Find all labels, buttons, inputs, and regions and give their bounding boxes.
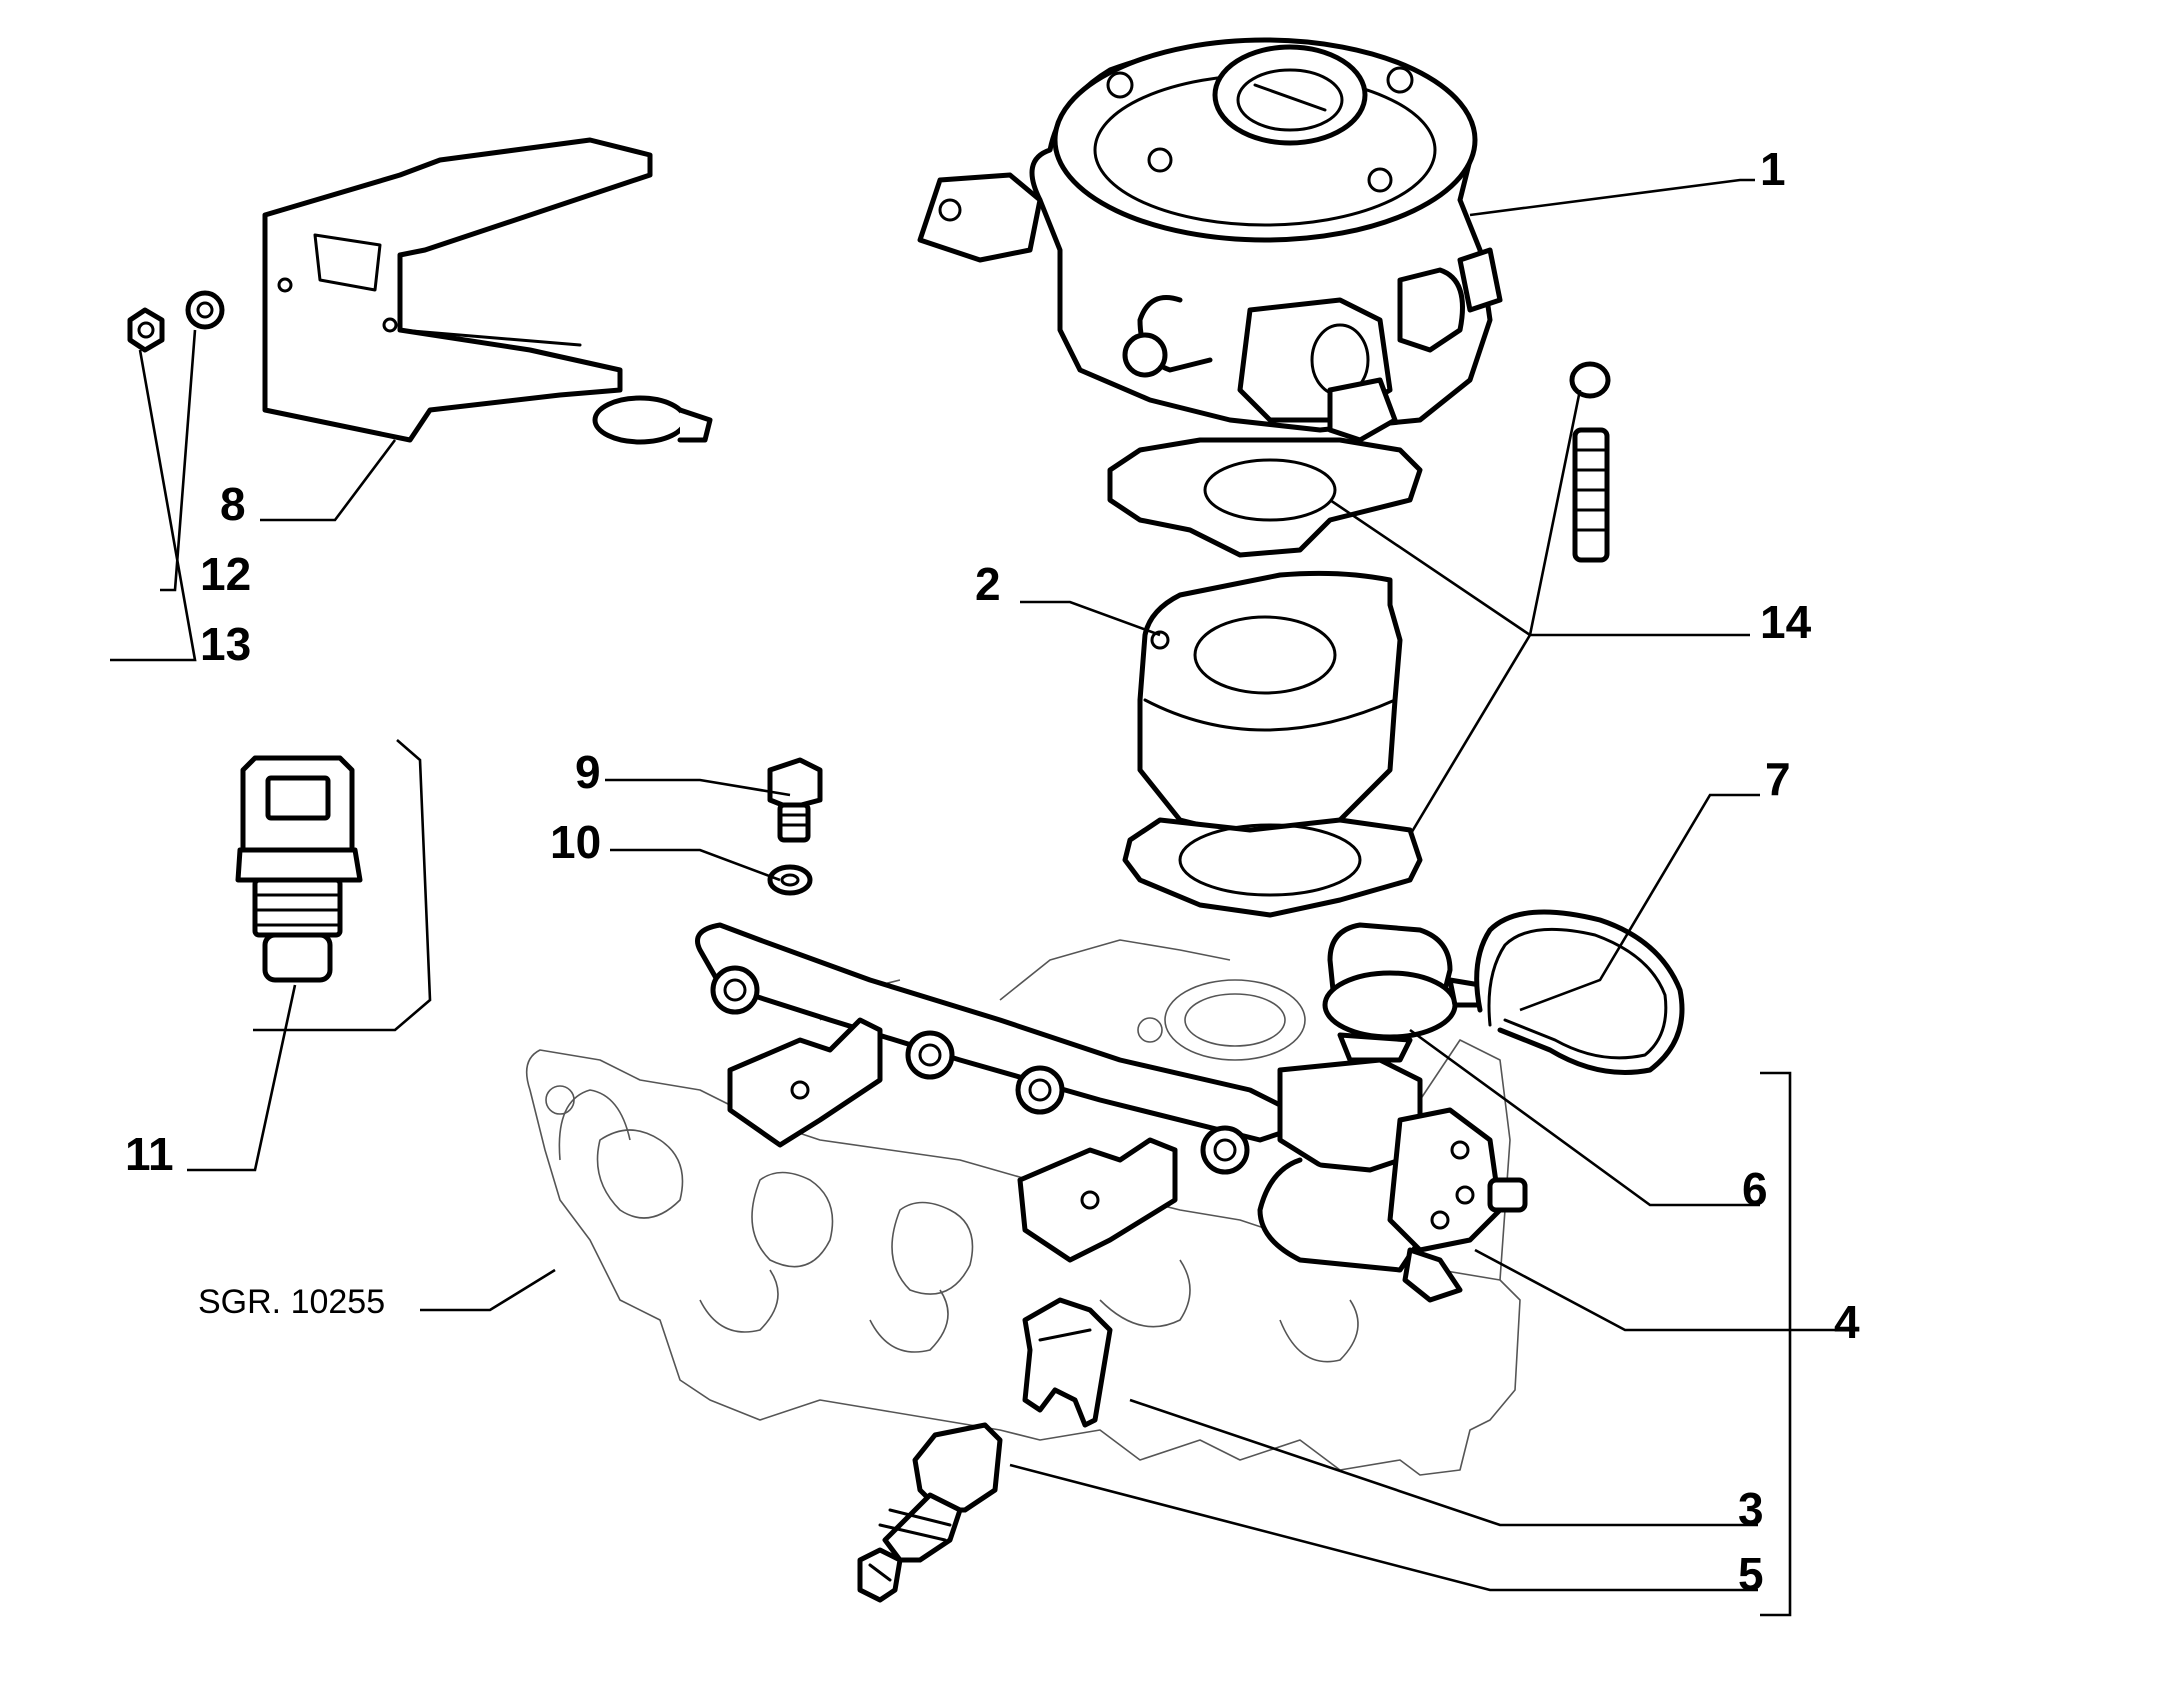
drawing-reference: SGR. 10255 [198, 1283, 385, 1321]
callout-3: 3 [1738, 1483, 1764, 1535]
callout-5: 5 [1738, 1548, 1764, 1600]
callout-13: 13 [200, 618, 251, 670]
washer-and-nut [127, 290, 225, 353]
stud-and-nut [1569, 361, 1611, 563]
bolt-and-washer [767, 757, 823, 896]
callout-14: 14 [1760, 596, 1812, 648]
callout-7: 7 [1765, 753, 1791, 805]
spacer-block [1122, 570, 1423, 918]
callout-8: 8 [220, 478, 246, 530]
callout-6: 6 [1742, 1163, 1768, 1215]
fuel-hose [1474, 909, 1685, 1075]
callout-10: 10 [550, 816, 601, 868]
callout-4: 4 [1834, 1296, 1860, 1348]
injector-housing [1257, 1057, 1528, 1303]
callout-1: 1 [1760, 143, 1786, 195]
fuel-pressure-regulator [1322, 922, 1488, 1063]
heat-shield-bracket [262, 137, 713, 445]
fuel-rail [695, 922, 1293, 1263]
callout-12: 12 [200, 548, 251, 600]
callout-11: 11 [125, 1128, 174, 1180]
throttle-body-unit [917, 37, 1503, 558]
leader-lines [110, 178, 1852, 1617]
temperature-sensor [235, 755, 363, 983]
injector-clip [1022, 1297, 1113, 1428]
fuel-injector [857, 1422, 1003, 1603]
callout-2: 2 [975, 558, 1001, 610]
callout-9: 9 [575, 746, 601, 798]
